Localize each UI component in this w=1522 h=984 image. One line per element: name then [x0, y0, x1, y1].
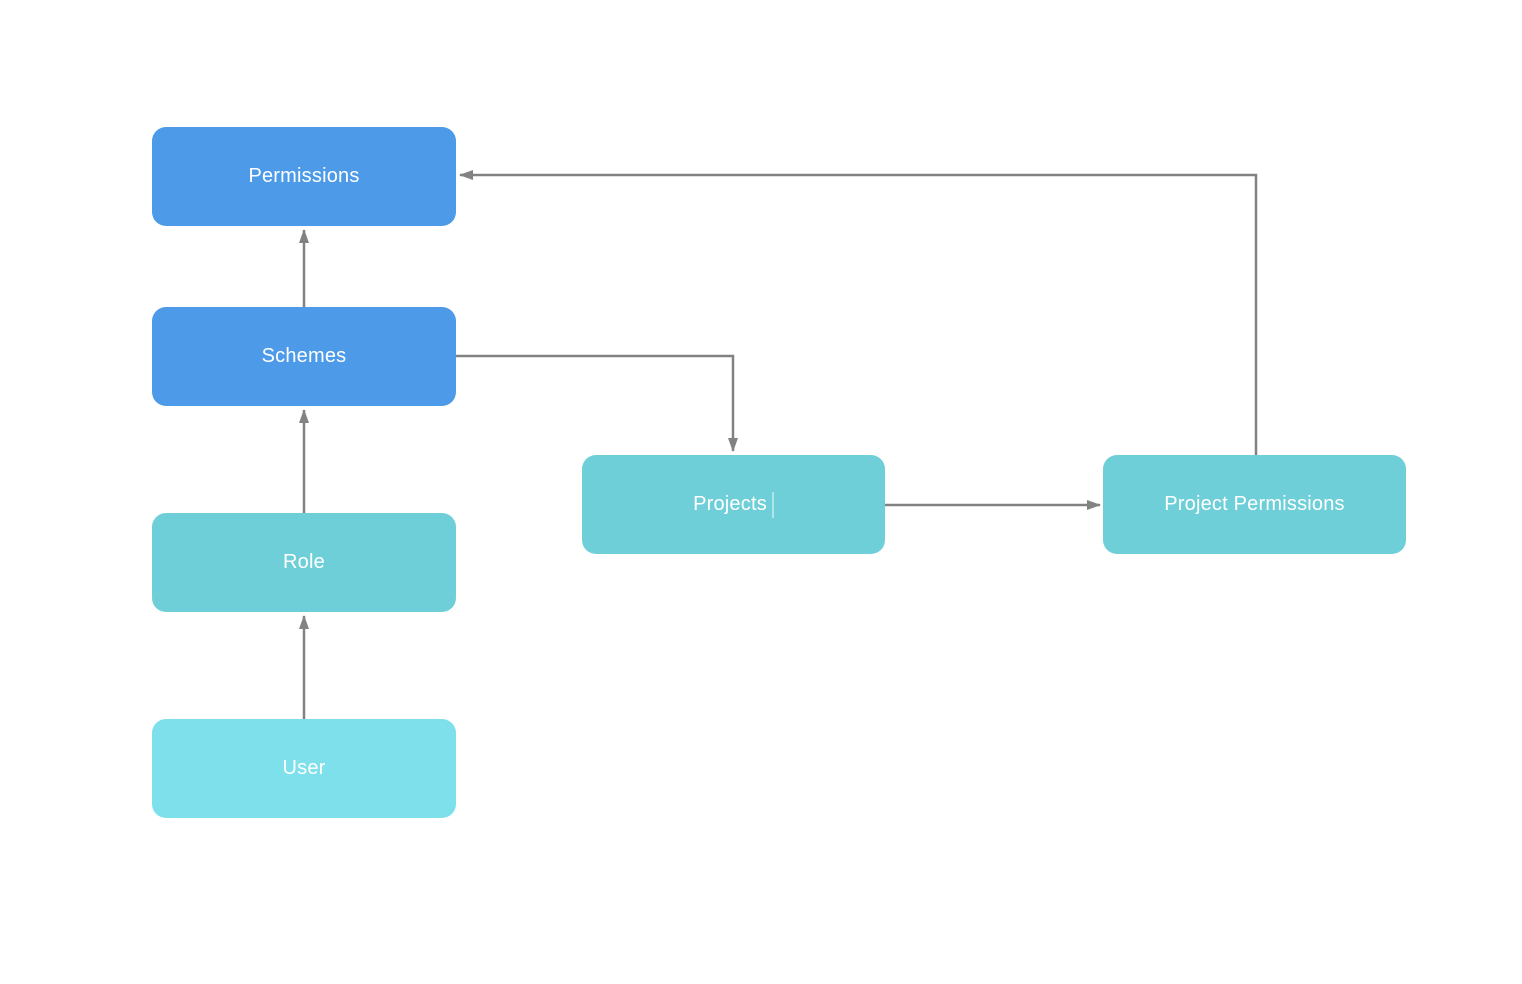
node-project-permissions[interactable]: Project Permissions	[1103, 455, 1406, 554]
node-schemes-label: Schemes	[261, 345, 347, 367]
node-user[interactable]: User	[152, 719, 456, 818]
connector-schemes-projects[interactable]	[456, 354, 738, 452]
text-cursor	[771, 491, 774, 518]
node-project-permissions-label: Project Permissions	[1164, 493, 1345, 515]
node-user-label: User	[282, 757, 326, 779]
node-permissions[interactable]: Permissions	[152, 127, 456, 226]
node-role[interactable]: Role	[152, 513, 456, 612]
node-schemes[interactable]: Schemes	[152, 307, 456, 406]
node-permissions-label: Permissions	[248, 165, 360, 187]
node-projects[interactable]: Projects	[582, 455, 885, 554]
node-projects-label: Projects	[693, 493, 767, 515]
node-role-label: Role	[283, 551, 325, 573]
connector-project-permissions-permissions[interactable]	[459, 170, 1258, 455]
